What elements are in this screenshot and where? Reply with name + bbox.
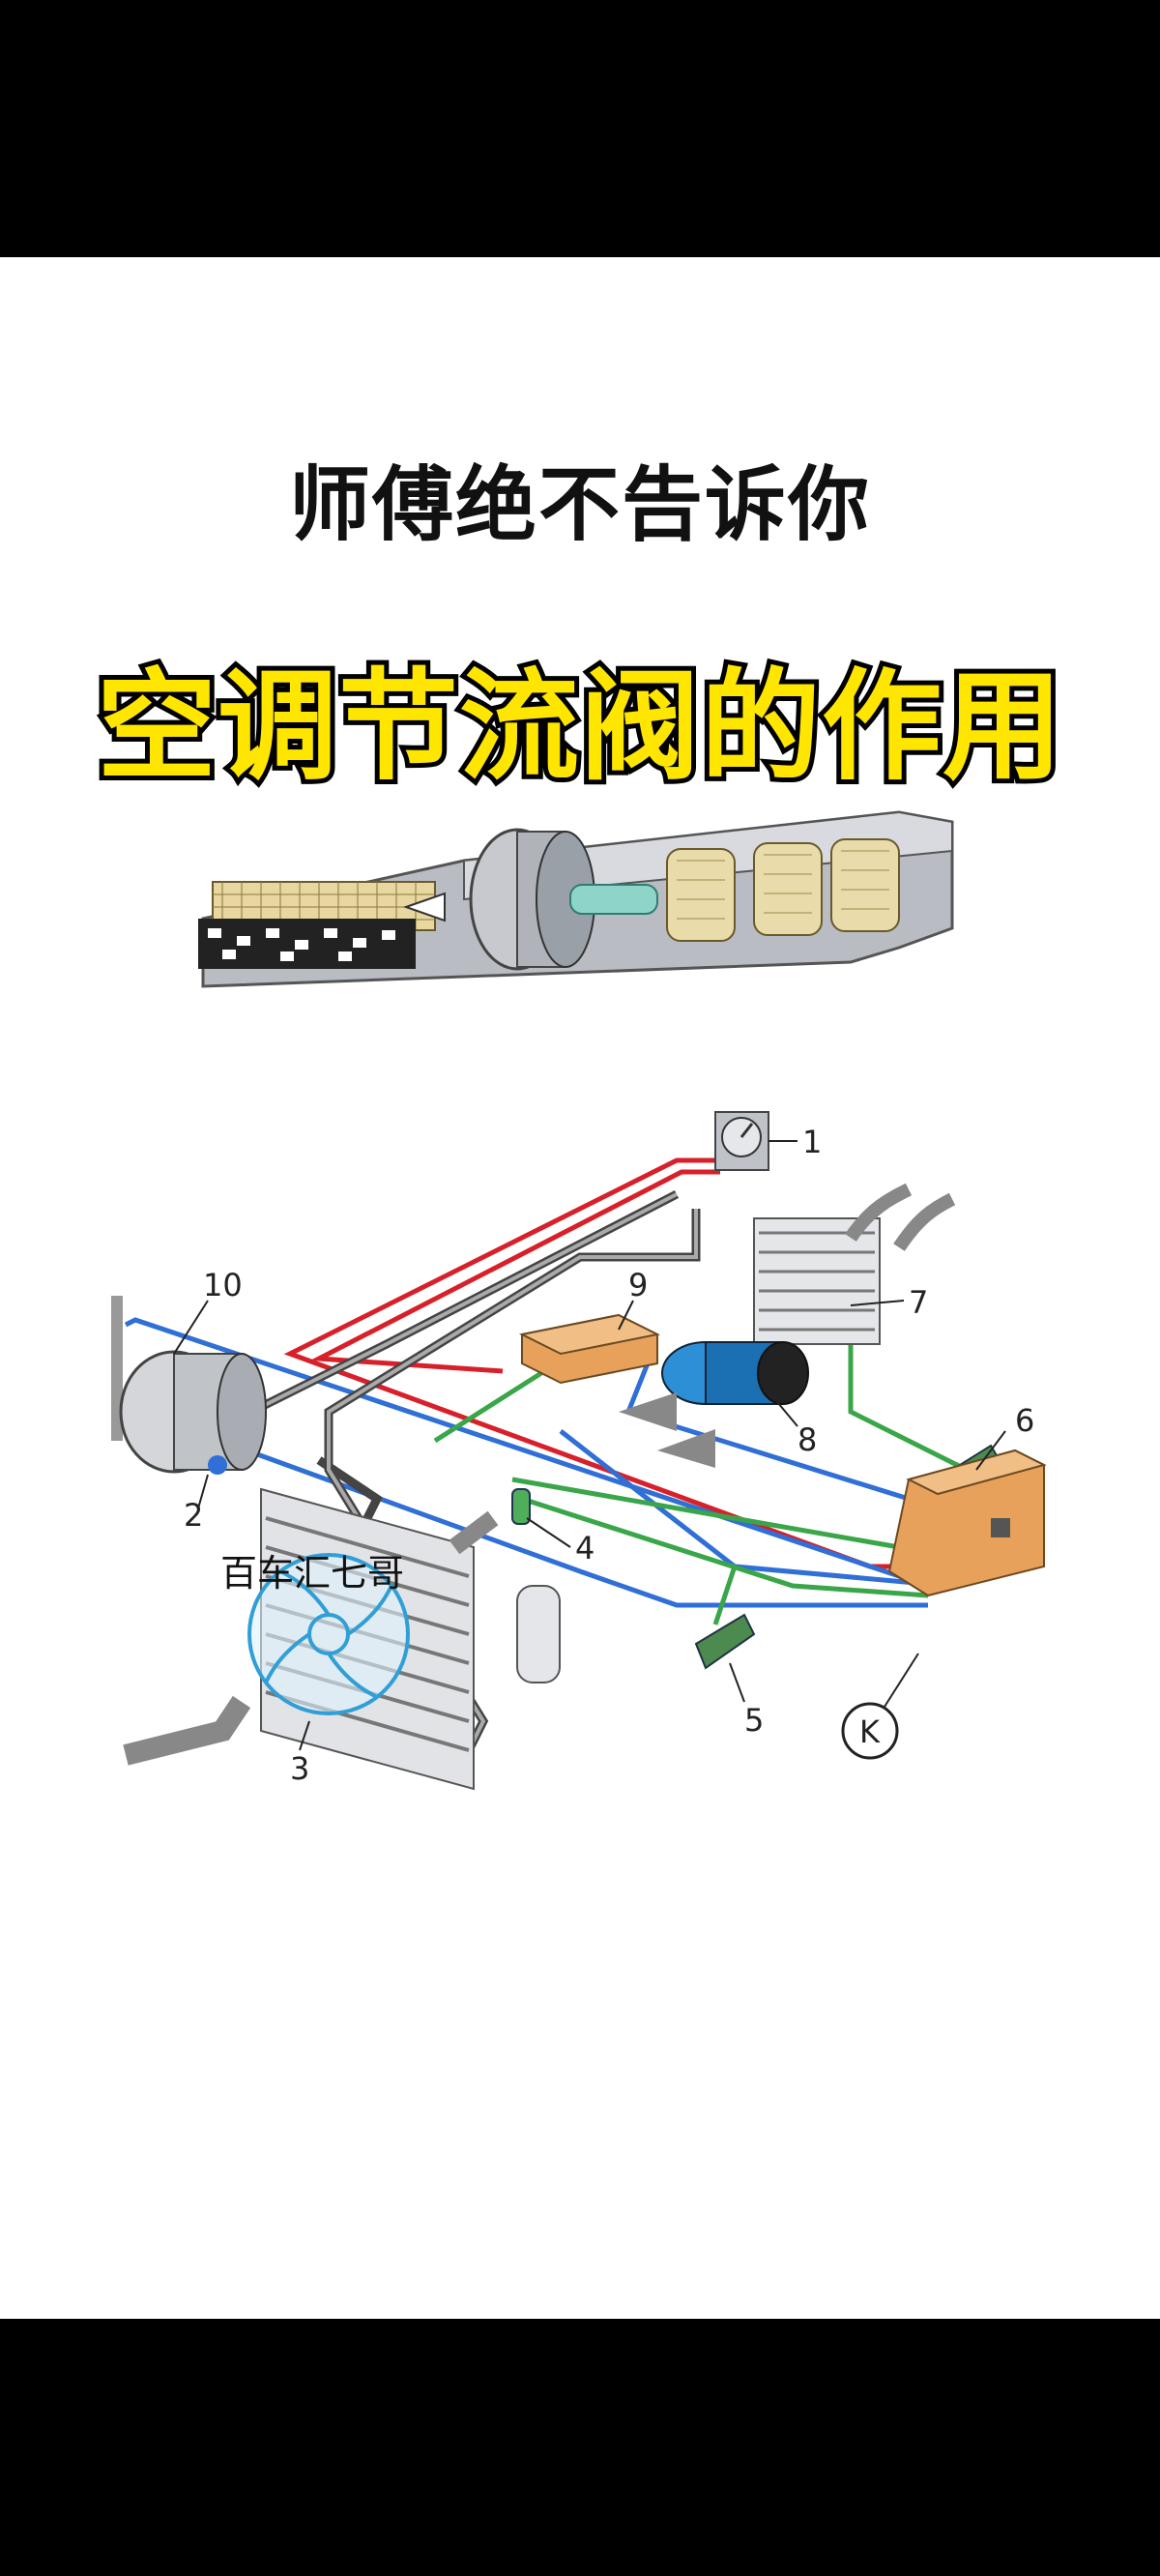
climate-ecu-component <box>518 1313 661 1385</box>
condenser-component <box>123 1487 499 1791</box>
label-1: 1 <box>802 1124 822 1160</box>
page-title: 空调节流阀的作用 <box>92 653 1067 802</box>
label-6: 6 <box>1015 1402 1034 1439</box>
evaporator-component <box>753 1183 956 1345</box>
k-label-circle <box>841 1702 899 1760</box>
blower-fan-component <box>619 1341 809 1468</box>
control-panel-component <box>714 1111 769 1171</box>
watermark-text: 百车汇七哥 <box>220 1552 404 1595</box>
compressor-component <box>111 1296 267 1475</box>
subtitle: 师傅绝不告诉你 <box>288 457 871 552</box>
bottom-black-bar <box>0 2319 1160 2576</box>
pressure-sensor-component <box>694 1613 756 1670</box>
label-8: 8 <box>798 1421 817 1458</box>
ac-system-diagram: 1 2 3 4 5 6 7 8 9 10 K 百车汇七哥 <box>111 1111 1047 1791</box>
label-7: 7 <box>909 1284 928 1321</box>
label-k: K <box>859 1713 881 1750</box>
top-black-bar <box>0 0 1160 257</box>
label-5: 5 <box>744 1702 764 1739</box>
label-2: 2 <box>184 1497 203 1534</box>
label-10: 10 <box>203 1267 243 1303</box>
receiver-drier-component <box>511 1488 561 1683</box>
label-4: 4 <box>575 1530 594 1566</box>
label-3: 3 <box>290 1750 309 1787</box>
expansion-valve-illustration <box>198 810 954 988</box>
controller-k-component <box>887 1449 1047 1597</box>
label-9: 9 <box>628 1267 648 1303</box>
